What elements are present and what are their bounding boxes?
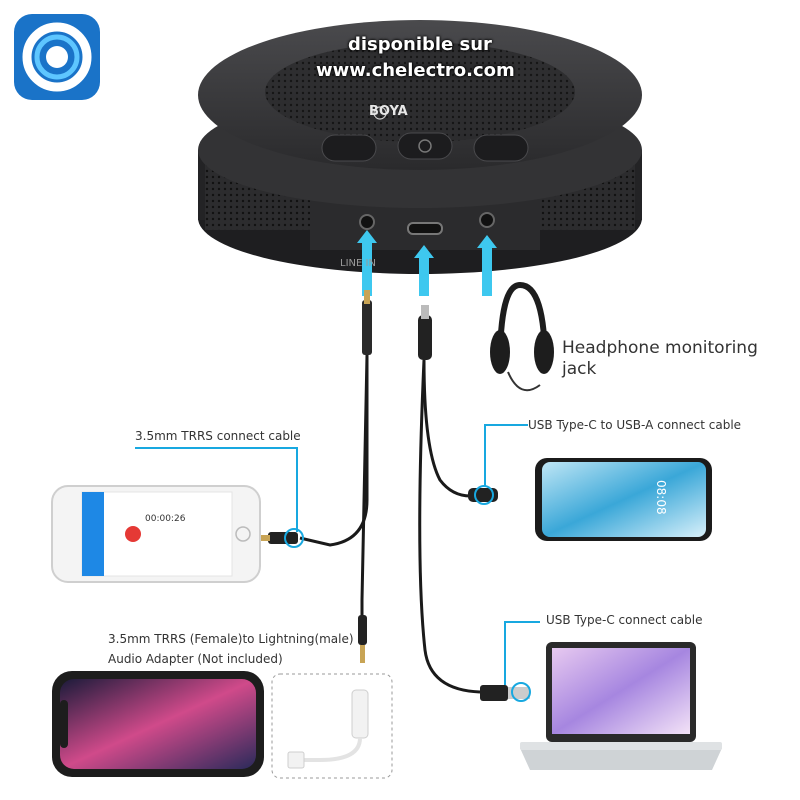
phone-timer: 00:00:26 (145, 514, 186, 524)
phone-landscape (535, 458, 712, 541)
laptop (520, 642, 722, 770)
watermark-line2: www.chelectro.com (316, 60, 515, 81)
callout-headphone: Headphone monitoring jack (562, 338, 758, 379)
iphone (52, 671, 264, 777)
callout-usbc-to-usba: USB Type-C to USB-A connect cable (528, 418, 742, 432)
callout-usbc-cable: USB Type-C connect cable (546, 613, 703, 627)
usbc-tip (421, 305, 429, 319)
watermark-line1: disponible sur (348, 34, 492, 55)
port-arrows (357, 230, 497, 296)
trrs-tip (364, 290, 370, 304)
phone-white (51, 485, 261, 583)
callout-adapter-line1: 3.5mm TRRS (Female)to Lightning(male) (108, 632, 354, 646)
callout-adapter-line2: Audio Adapter (Not included) (108, 652, 283, 666)
brand-logo (14, 14, 100, 100)
device-brand: BOYA (369, 104, 408, 119)
callout-lines (135, 424, 540, 685)
headphones (490, 281, 554, 392)
usbc-plug (418, 315, 432, 360)
adapter-box (271, 673, 393, 779)
ring-logo-icon (22, 22, 92, 92)
callout-trrs-cable: 3.5mm TRRS connect cable (135, 429, 301, 443)
speakerphone (198, 20, 642, 274)
trrs-plug (362, 300, 372, 355)
port-label-line-in: LINE IN (340, 258, 376, 269)
tablet-time: 08:08 (654, 480, 668, 515)
